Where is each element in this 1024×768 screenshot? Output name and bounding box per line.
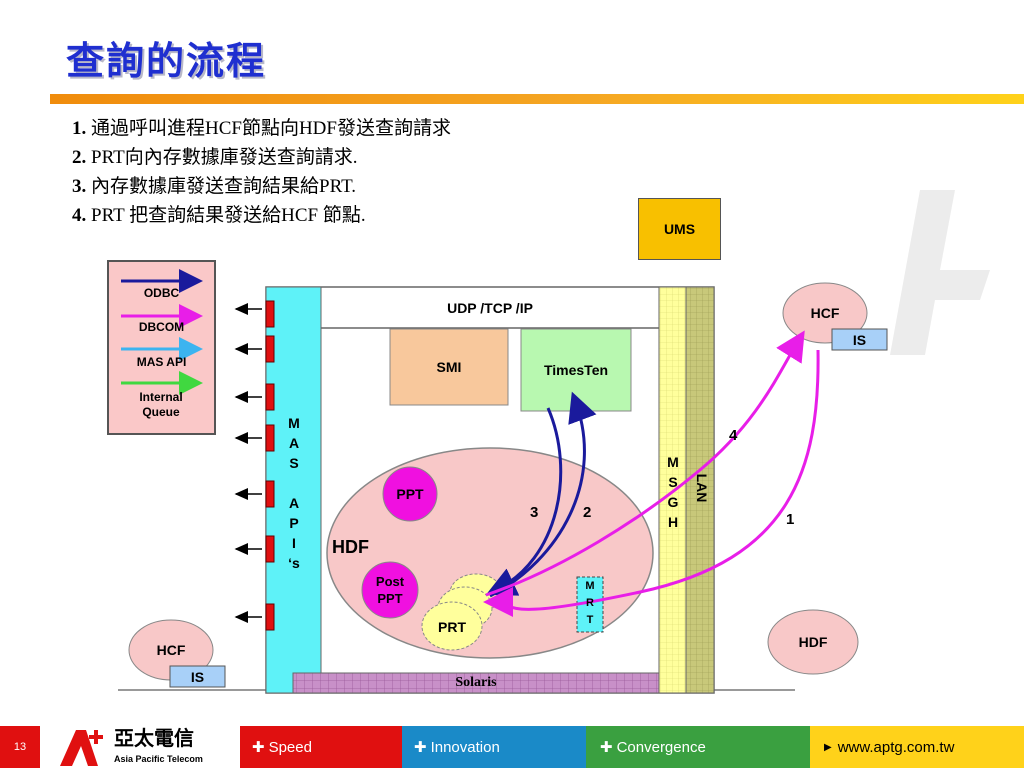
lan-bar [685,286,715,694]
is-top-label: IS [852,331,867,348]
title-underline-bar [50,94,1024,104]
tagline-convergence: ✚Convergence [586,726,810,768]
post-ppt-circle [361,561,419,619]
step-item: 3. 內存數據庫發送查詢結果給PRT. [72,172,451,201]
prt-ellipse [421,601,483,651]
mas-api-vertical-label: M A S A P I ‘s [282,413,306,573]
step-number: 1. [72,118,87,139]
arrow-4-prt-to-hcf [485,330,805,597]
hdf-cloud-label: HDF [332,537,369,557]
plus-icon: ✚ [414,739,427,756]
tagline-innovation: ✚Innovation [402,726,586,768]
legend-arrows [121,269,203,395]
mrt-vertical-label: M R T [578,578,602,629]
mas-api-char: ‘s [288,555,300,571]
watermark-logo-icon [890,190,990,355]
udp-tcp-ip-label: UDP /TCP /IP [447,300,533,316]
mas-api-char: I [292,535,296,551]
msgh-char: G [667,494,679,510]
smi-label: SMI [436,359,462,375]
mrt-char: M [585,580,595,592]
msgh-char: M [667,454,679,470]
smi-box [389,328,509,406]
ums-box: UMS [638,198,721,260]
hcf-top-label: HCF [810,305,840,321]
mrt-char: R [586,597,594,609]
page-number: 13 [0,726,40,768]
is-top-box [831,328,888,351]
ppt-label: PPT [396,486,424,502]
legend-label-internal-queue: Internal Queue [139,390,183,419]
mrt-char: T [586,614,594,626]
step-number: 4. [72,205,87,226]
mas-api-char: M [288,415,300,431]
timesten-label: TimesTen [543,362,609,378]
mas-api-char: P [289,515,299,531]
mas-api-char: A [288,495,300,511]
innovation-label: Innovation [430,738,500,756]
solaris-bar [292,672,660,694]
step-list: 1. 通過呼叫進程HCF節點向HDF發送查詢請求 2. PRT向內存數據庫發送查… [72,114,451,230]
legend-label-mas-api: MAS API [136,355,187,369]
mas-api-char: A [288,435,300,451]
step-text: PRT 把查詢結果發送給HCF 節點. [91,205,366,226]
plus-icon: ✚ [252,739,265,756]
step-number: 3. [72,176,87,197]
hcf-top-ellipse [782,282,868,344]
solaris-label: Solaris [455,675,497,690]
convergence-label: Convergence [616,738,706,756]
is-bottom-label: IS [190,668,205,685]
arrow-label-1: 1 [786,511,795,528]
prt-label: PRT [438,619,466,635]
ppt-circle [382,466,438,522]
hcf-bottom-label: HCF [156,642,186,658]
arrow-3-query-result [485,407,563,596]
step-item: 4. PRT 把查詢結果發送給HCF 節點. [72,201,451,230]
arrow-2-query-request [489,391,597,598]
mas-api-char: S [289,455,299,471]
architecture-diagram [118,282,888,694]
legend-label-odbc: ODBC [143,286,180,300]
tagline-speed: ✚Speed [240,726,402,768]
triangle-right-icon: ▶ [824,741,832,753]
website-url[interactable]: www.aptg.com.tw [837,738,955,756]
legend-box: ODBC DBCOM MAS API Internal Queue [107,260,216,435]
step-text: 內存數據庫發送查詢結果給PRT. [91,176,357,197]
arrow-label-2: 2 [583,504,592,521]
mas-api-char [282,473,306,493]
legend-label-dbcom: DBCOM [138,320,185,334]
arrow-label-4: 4 [729,427,738,444]
lan-label: LAN [694,473,710,503]
hdf-right-label: HDF [798,634,828,650]
brand-area: 亞太電信 Asia Pacific Telecom [40,726,240,768]
speed-label: Speed [268,738,312,756]
step-text: 通過呼叫進程HCF節點向HDF發送查詢請求 [91,118,451,139]
website-link[interactable]: ▶ www.aptg.com.tw [810,726,1024,768]
msgh-char: H [667,514,679,530]
step-number: 2. [72,147,87,168]
page-title: 查詢的流程 [66,38,267,83]
step-text: PRT向內存數據庫發送查詢請求. [91,147,358,168]
step-item: 2. PRT向內存數據庫發送查詢請求. [72,143,451,172]
hdf-cloud [326,447,654,659]
brand-cn: 亞太電信 [114,728,194,750]
arrow-label-3: 3 [530,504,539,521]
arrow-1-hcf-to-prt [483,349,820,618]
mas-api-bar [265,286,322,694]
plus-icon: ✚ [600,739,613,756]
post-ppt-label: Post PPT [375,574,405,606]
aptg-logo-icon [60,730,103,766]
step-item: 1. 通過呼叫進程HCF節點向HDF發送查詢請求 [72,114,451,143]
footer: 13 亞太電信 Asia Pacific Telecom ✚Speed ✚Inn… [0,726,1024,768]
is-bottom-box [169,665,226,688]
hdf-right-ellipse [767,609,859,675]
brand-en: Asia Pacific Telecom [114,754,203,764]
msgh-vertical-label: M S G H [661,452,685,532]
msgh-char: S [668,474,678,490]
mas-api-connectors [234,300,275,631]
